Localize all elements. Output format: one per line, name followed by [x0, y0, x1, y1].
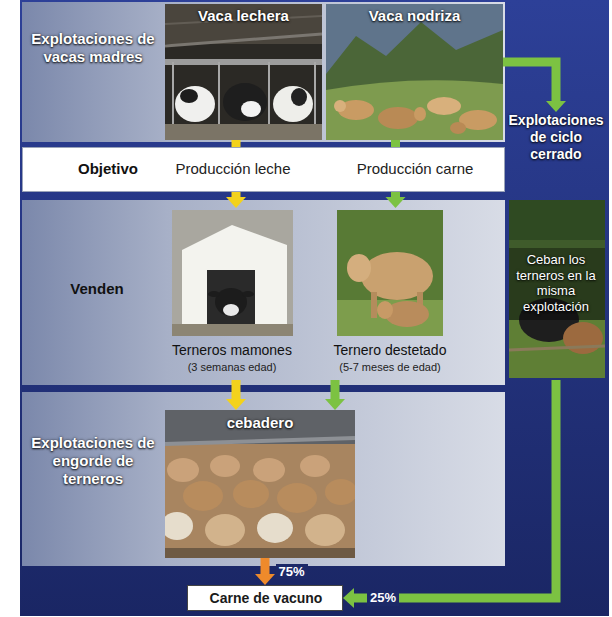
- text-slot: (3 semanas edad): [157, 361, 307, 374]
- photo-caption: Terneros mamones: [157, 342, 307, 359]
- age-note: (5-7 meses de edad): [315, 361, 465, 374]
- objective-text: Producción carne: [340, 160, 490, 178]
- feedlot-photo: [161, 410, 357, 558]
- arrow-shaft: [261, 558, 270, 575]
- text-slot: Explotaciones de ciclo cerrado: [507, 112, 605, 162]
- photo-box: Vaca nodriza: [326, 4, 503, 140]
- product-box: Carne de vacuno: [187, 585, 343, 611]
- panel-ground: [22, 2, 505, 142]
- objective-text: Producción leche: [158, 160, 308, 178]
- objective-band: ObjetivoProducción leche Producción carne: [22, 147, 505, 192]
- panel-ground: [22, 200, 505, 385]
- text-slot: Explotaciones de engorde de terneros: [26, 434, 160, 488]
- panel-label: Explotaciones de engorde de terneros: [26, 434, 160, 488]
- dairy-photo: [165, 4, 322, 140]
- arrow-head: [255, 574, 275, 585]
- flow-arrow: [325, 380, 345, 410]
- arrow-head: [226, 399, 246, 410]
- text-slot: (5-7 meses de edad): [315, 361, 465, 374]
- arrow-shaft: [331, 380, 340, 400]
- text-slot: Producción carne: [340, 160, 490, 178]
- farm-panel: Explotaciones de vacas madres Vaca lecher…: [22, 2, 505, 142]
- label-slot: 75%: [276, 564, 308, 580]
- photo-caption: Ternero destetado: [315, 342, 465, 359]
- text-slot: cebadero: [165, 414, 355, 432]
- arrow-head: [226, 197, 246, 208]
- closed-cycle-photo: [509, 200, 605, 378]
- text-slot: Ternero destetado: [315, 342, 465, 359]
- text-slot: Terneros mamones: [157, 342, 307, 359]
- text-slot: Objetivo: [53, 160, 163, 178]
- row-heading: Venden: [42, 280, 152, 298]
- label-slot: 25%: [367, 590, 399, 606]
- age-note: (3 semanas edad): [157, 361, 307, 374]
- flow-arrow: [226, 380, 246, 410]
- photo-box: cebadero: [165, 410, 355, 558]
- panel-label: Explotaciones de vacas madres: [26, 30, 160, 66]
- text-slot: Explotaciones de vacas madres: [26, 30, 160, 66]
- text-slot: Producción leche: [158, 160, 308, 178]
- photo-title: Vaca nodriza: [326, 7, 503, 25]
- sale-panel: VendenTerneros mamones(3 semanas edad)Te…: [22, 200, 505, 385]
- flow-arrow: [503, 62, 566, 112]
- arrow-shaft: [232, 380, 241, 400]
- panel-label: Explotaciones de ciclo cerrado: [507, 112, 605, 162]
- row-heading: Objetivo: [53, 160, 163, 178]
- arrow-head: [343, 588, 354, 608]
- panel-ground: [22, 392, 505, 566]
- farm-panel: Explotaciones de engorde de terneros ceba…: [22, 392, 505, 566]
- arrow-head: [546, 101, 566, 112]
- text-slot: Carne de vacuno: [188, 590, 344, 607]
- photo-caption: Ceban los terneros en la misma explotaci…: [511, 252, 601, 314]
- photo-box: Vaca lechera: [165, 4, 322, 140]
- text-slot: Ceban los terneros en la misma explotaci…: [511, 252, 601, 314]
- text-slot: Venden: [42, 280, 152, 298]
- photo-box: Terneros mamones (3 semanas edad): [157, 208, 307, 380]
- text-slot: Vaca lechera: [165, 7, 322, 25]
- background: [20, 0, 609, 616]
- photo-box: Ternero destetado (5-7 meses de edad): [315, 208, 465, 380]
- flow-arrow: [343, 380, 556, 608]
- photo-title: Vaca lechera: [165, 7, 322, 25]
- product-text: Carne de vacuno: [188, 590, 344, 607]
- pasture-photo: [326, 4, 503, 140]
- arrow-head: [386, 197, 406, 208]
- arrow-head: [325, 399, 345, 410]
- calf-hutch-photo: [172, 210, 293, 336]
- photo-title: cebadero: [165, 414, 355, 432]
- arrow-shaft: [503, 62, 556, 102]
- weaned-calf-photo: [337, 210, 443, 336]
- text-slot: Vaca nodriza: [326, 7, 503, 25]
- closed-cycle-box: Explotaciones de ciclo cerradoCeban los …: [505, 112, 607, 380]
- share-label: 75%: [276, 564, 308, 580]
- arrow-shaft: [353, 380, 556, 598]
- share-label: 25%: [367, 590, 399, 606]
- flow-arrow: [255, 558, 275, 585]
